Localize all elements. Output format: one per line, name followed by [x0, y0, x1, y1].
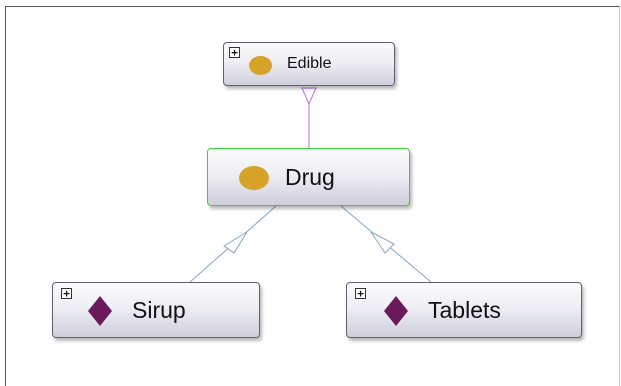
node-drug-label: Drug [285, 164, 335, 190]
expand-edible-icon[interactable]: + [229, 47, 240, 58]
edge-sirup-drug-arrowhead [223, 231, 248, 254]
expand-sirup-icon[interactable]: + [61, 288, 72, 299]
expand-tablets-icon[interactable]: + [355, 288, 366, 299]
node-edible[interactable]: + Edible [223, 42, 395, 86]
class-circle-icon [249, 56, 272, 75]
edge-tablets-drug-arrowhead [370, 231, 395, 254]
edge-drug-edible-arrowhead [301, 87, 317, 106]
node-tablets-label: Tablets [428, 297, 501, 323]
individual-diamond-icon [88, 296, 112, 326]
node-sirup[interactable]: + Sirup [52, 282, 260, 338]
individual-diamond-icon [384, 296, 408, 326]
node-sirup-label: Sirup [132, 297, 186, 323]
node-drug[interactable]: Drug [207, 148, 410, 206]
node-tablets[interactable]: + Tablets [346, 282, 582, 338]
graph-frame [5, 6, 620, 386]
node-edible-label: Edible [287, 55, 332, 72]
class-circle-icon [239, 166, 269, 190]
